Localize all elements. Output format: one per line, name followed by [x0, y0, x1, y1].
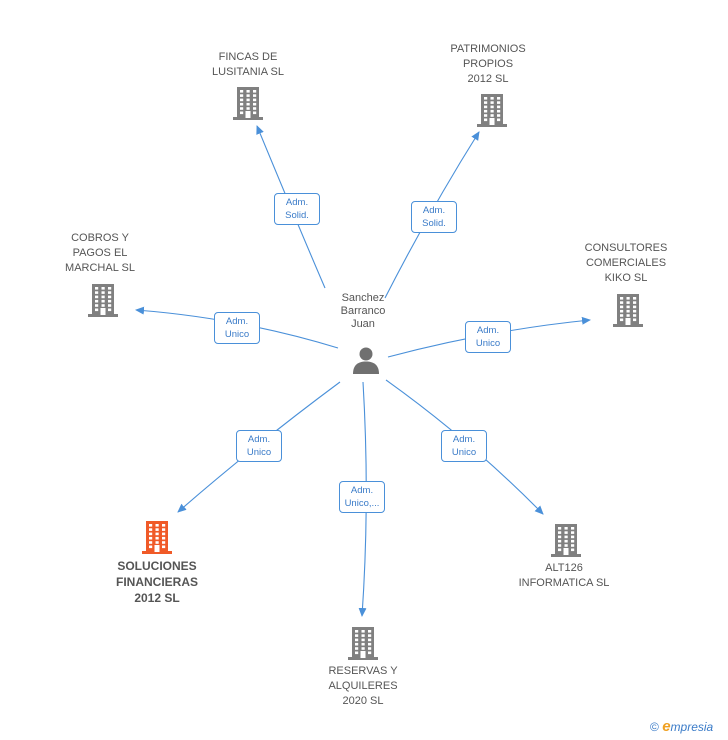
role-badge-line: Adm. — [285, 197, 309, 208]
role-badge-line: Solid. — [285, 210, 309, 221]
company-label-fincas[interactable]: FINCAS DE LUSITANIA SL — [178, 50, 318, 80]
role-badge-line: Unico,... — [344, 498, 380, 509]
role-badge-consultores[interactable]: Adm. Unico — [465, 321, 511, 353]
company-label-line: CONSULTORES — [584, 242, 668, 254]
footer-brand: © empresia — [650, 718, 713, 735]
company-label-line: PROPIOS — [462, 58, 514, 70]
copyright-symbol: © — [650, 720, 659, 734]
role-badge-soluciones[interactable]: Adm. Unico — [236, 430, 282, 462]
company-label-consultores[interactable]: CONSULTORES COMERCIALES KIKO SL — [556, 241, 696, 286]
brand-logo-icon: e — [662, 718, 671, 735]
role-badge-line: Solid. — [422, 218, 446, 229]
person-name-line: Sanchez — [341, 292, 385, 304]
role-badge-line: Unico — [224, 329, 250, 340]
company-label-patrimonios[interactable]: PATRIMONIOS PROPIOS 2012 SL — [418, 42, 558, 87]
role-badge-cobros[interactable]: Adm. Unico — [214, 312, 260, 344]
role-badge-line: Adm. — [225, 316, 249, 327]
role-badge-patrimonios[interactable]: Adm. Solid. — [411, 201, 457, 233]
company-label-line: RESERVAS Y — [328, 665, 398, 677]
person-name-line: Barranco — [340, 305, 386, 317]
company-label-line: FINCAS DE — [218, 51, 278, 63]
company-label-line: ALT126 — [545, 562, 583, 574]
role-badge-line: Adm. — [422, 205, 446, 216]
role-badge-line: Adm. — [476, 325, 500, 336]
role-badge-line: Adm. — [350, 485, 374, 496]
building-icon[interactable] — [613, 293, 643, 332]
center-person-label: Sanchez Barranco Juan — [323, 292, 403, 331]
role-badge-line: Unico — [246, 447, 272, 458]
company-label-line: ALQUILERES — [328, 680, 398, 692]
company-label-line: 2012 SL — [467, 73, 509, 85]
building-icon[interactable] — [348, 626, 378, 665]
company-label-line: SOLUCIONES — [117, 559, 197, 573]
company-label-reservas[interactable]: RESERVAS Y ALQUILERES 2020 SL — [293, 664, 433, 709]
building-icon[interactable] — [551, 523, 581, 562]
company-label-line: KIKO SL — [604, 272, 648, 284]
building-icon[interactable] — [233, 86, 263, 125]
role-badge-line: Adm. — [247, 434, 271, 445]
company-label-soluciones[interactable]: SOLUCIONES FINANCIERAS 2012 SL — [87, 558, 227, 606]
role-badge-line: Unico — [475, 338, 501, 349]
building-icon[interactable] — [88, 283, 118, 322]
company-label-line: MARCHAL SL — [65, 262, 135, 274]
company-label-cobros[interactable]: COBROS Y PAGOS EL MARCHAL SL — [30, 231, 170, 276]
role-badge-alt126[interactable]: Adm. Unico — [441, 430, 487, 462]
company-label-line: 2012 SL — [134, 591, 180, 605]
company-label-line: PATRIMONIOS — [450, 43, 526, 55]
role-badge-line: Adm. — [452, 434, 476, 445]
company-label-line: COMERCIALES — [585, 257, 667, 269]
building-icon[interactable] — [142, 520, 172, 559]
company-label-line: FINANCIERAS — [115, 575, 198, 589]
role-badge-reservas[interactable]: Adm. Unico,... — [339, 481, 385, 513]
company-label-line: INFORMATICA SL — [518, 577, 610, 589]
role-badge-fincas[interactable]: Adm. Solid. — [274, 193, 320, 225]
company-label-line: 2020 SL — [342, 695, 384, 707]
company-label-line: COBROS Y — [71, 232, 129, 244]
company-label-line: LUSITANIA SL — [212, 66, 284, 78]
person-name-line: Juan — [351, 318, 375, 330]
brand-name: mpresia — [670, 720, 714, 734]
company-label-line: PAGOS EL — [72, 247, 128, 259]
person-icon[interactable] — [351, 345, 381, 380]
role-badge-line: Unico — [451, 447, 477, 458]
building-icon[interactable] — [477, 93, 507, 132]
